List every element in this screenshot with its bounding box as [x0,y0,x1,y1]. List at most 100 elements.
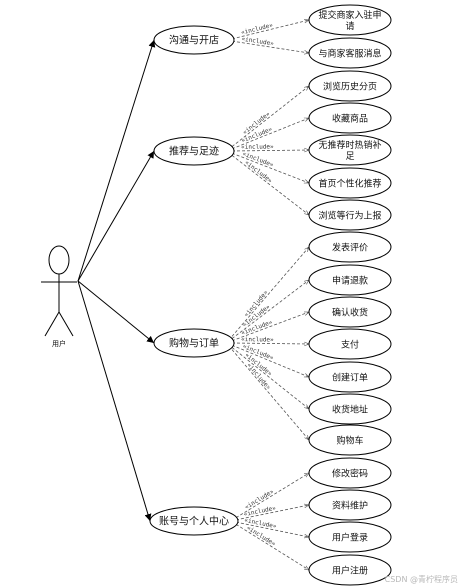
use-case-ellipse [308,328,392,360]
use-case-label: 支付 [341,339,359,351]
watermark: CSDN @青柠程序员 [385,574,458,584]
actor-head [48,245,70,275]
include-arrow [231,343,309,344]
child-use-case[interactable]: 修改密码 [308,457,392,489]
include-arrow [231,150,309,151]
child-use-case[interactable]: 浏览历史分页 [308,70,392,102]
child-use-case[interactable]: 用户登录 [308,521,392,553]
use-case-ellipse [308,102,392,134]
child-use-case[interactable]: 购物车 [308,424,392,456]
parent-use-case[interactable]: 推荐与足迹 [153,136,235,166]
use-case-label: 首页个性化推荐 [318,178,381,190]
child-use-cases: 提交商家入驻申请与商家客服消息浏览历史分页收藏商品无推荐时热销补足首页个性化推荐… [308,4,392,586]
use-case-label: 发表评价 [332,242,368,254]
parent-use-case[interactable]: 账号与个人中心 [149,506,239,536]
include-label: «include» [241,36,275,48]
include-arrow [235,473,309,519]
use-case-label: 申请退款 [332,275,368,287]
include-arrow [231,40,309,53]
include-arrow [231,347,309,409]
use-case-ellipse [308,393,392,425]
use-case-ellipse [149,506,239,536]
include-arrow [231,155,309,215]
use-case-label: 创建订单 [332,372,368,384]
use-case-label: 提交商家入驻申 [318,9,381,21]
use-case-ellipse [308,231,392,263]
use-case-label: 浏览等行为上报 [318,210,381,222]
include-label: «include» [240,22,274,37]
use-case-ellipse [308,554,392,586]
child-use-case[interactable]: 浏览等行为上报 [308,199,392,231]
use-case-ellipse [308,296,392,328]
use-case-label: 无推荐时热销补 [318,139,381,151]
association-line [77,150,155,282]
association-lines [77,39,156,522]
use-case-ellipse [153,328,235,358]
use-case-ellipse [308,134,392,166]
use-case-label: 用户登录 [332,532,368,544]
use-case-label: 购物与订单 [169,337,219,350]
include-arrow [231,86,309,147]
use-case-label: 资料维护 [332,500,368,512]
use-case-label: 请 [345,20,354,32]
use-case-ellipse [308,4,392,36]
include-arrow [235,521,309,537]
use-case-label: 与商家客服消息 [318,48,381,60]
child-use-case[interactable]: 资料维护 [308,489,392,521]
child-use-case[interactable]: 首页个性化推荐 [308,167,392,199]
use-case-ellipse [308,37,392,69]
use-case-ellipse [308,457,392,489]
child-use-case[interactable]: 与商家客服消息 [308,37,392,69]
child-use-case[interactable]: 用户注册 [308,554,392,586]
child-use-case[interactable]: 申请退款 [308,264,392,296]
include-relations: «include»«include»«include»«include»«inc… [231,20,309,570]
actor-leg-right [58,311,74,337]
child-use-case[interactable]: 支付 [308,328,392,360]
use-case-label: 沟通与开店 [169,34,219,47]
include-arrow [235,505,309,521]
use-case-label: 浏览历史分页 [323,81,377,93]
use-case-label: 足 [345,151,354,162]
association-line [77,280,152,522]
use-case-ellipse [308,199,392,231]
use-case-ellipse [308,264,392,296]
include-arrow [231,349,309,440]
use-case-ellipse [308,167,392,199]
parent-use-case[interactable]: 沟通与开店 [153,25,235,55]
parent-use-case[interactable]: 购物与订单 [153,328,235,358]
include-arrow [231,280,309,339]
include-arrow [231,152,309,184]
child-use-case[interactable]: 收藏商品 [308,102,392,134]
use-case-ellipse [308,489,392,521]
include-arrow [231,312,309,342]
use-case-label: 用户注册 [332,565,368,577]
include-arrow [231,117,309,150]
use-case-ellipse [308,70,392,102]
use-case-label: 推荐与足迹 [169,145,219,158]
include-label: «include» [241,336,274,343]
association-line [77,39,156,282]
use-case-label: 收货地址 [332,404,368,416]
use-case-label: 收藏商品 [332,113,368,125]
association-line [77,280,155,344]
use-case-label: 账号与个人中心 [159,515,229,528]
child-use-case[interactable]: 收货地址 [308,393,392,425]
use-case-ellipse [308,521,392,553]
use-case-label: 修改密码 [332,468,368,480]
include-arrow [231,344,309,378]
actor-user: 用户 [41,245,77,348]
child-use-case[interactable]: 确认收货 [308,296,392,328]
use-case-ellipse [308,424,392,456]
use-case-ellipse [153,136,235,166]
use-case-ellipse [153,25,235,55]
actor-label: 用户 [52,339,66,348]
include-arrow [235,523,309,570]
use-case-ellipse [308,361,392,393]
use-case-label: 购物车 [336,435,363,447]
child-use-case[interactable]: 创建订单 [308,361,392,393]
include-label: «include» [241,143,274,150]
actor-leg-left [44,311,60,337]
child-use-case[interactable]: 发表评价 [308,231,392,263]
